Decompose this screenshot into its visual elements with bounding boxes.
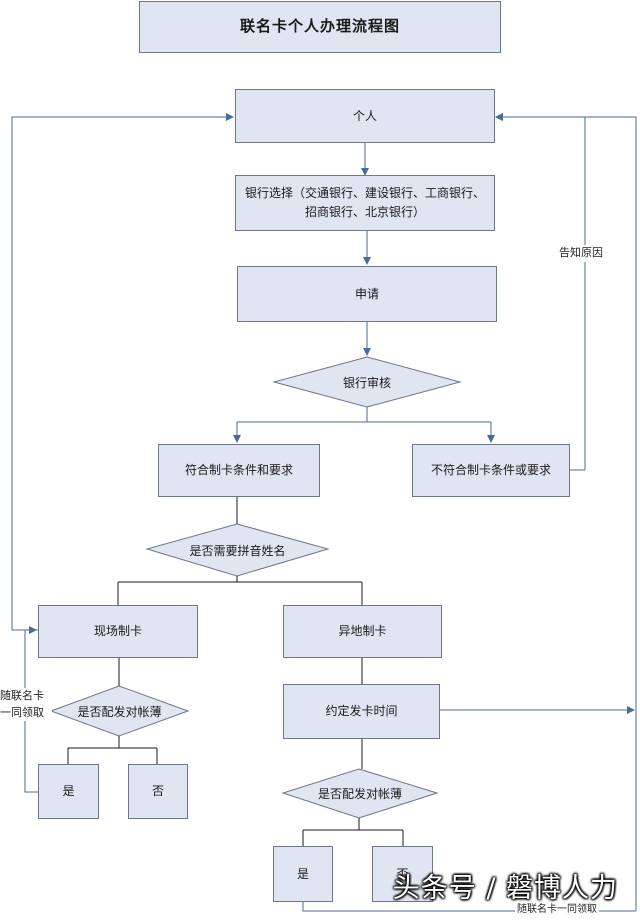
onsite-no-box: 否	[128, 764, 188, 819]
collect-with-card-label: 随联名卡 一同领取	[0, 688, 52, 721]
tell-reason-label: 告知原因	[559, 245, 603, 262]
collect-with-card-line-1: 随联名卡	[0, 689, 44, 702]
offsite-box: 异地制卡	[283, 605, 442, 658]
title-box: 联名卡个人办理流程图	[139, 1, 501, 53]
collect-with-card-bottom-label: 随联名卡一同领取	[515, 904, 599, 916]
onsite-box: 现场制卡	[38, 605, 198, 658]
bank-choice-line-2: 招商银行、北京银行）	[304, 205, 425, 219]
bank-review-label: 银行审核	[342, 375, 391, 390]
offsite-passbook-label: 是否配发对帐薄	[317, 787, 402, 801]
onsite-yes-box: 是	[38, 764, 99, 819]
right-outer-loop	[495, 113, 637, 911]
appointment-box: 约定发卡时间	[283, 684, 440, 739]
tell-reason-loop	[495, 113, 586, 471]
qualified-box: 符合制卡条件和要求	[158, 444, 320, 497]
person-box: 个人	[235, 89, 495, 143]
onsite-passbook-label: 是否配发对帐薄	[77, 704, 162, 719]
apply-box: 申请	[237, 266, 497, 322]
offsite-no-box: 否	[372, 846, 433, 902]
watermark: 头条号 / 磐博人力	[392, 873, 618, 904]
offsite-yes-box: 是	[273, 846, 333, 902]
bank-choice-box: 银行选择（交通银行、建设银行、工商银行、 招商银行、北京银行）	[235, 175, 495, 231]
collect-with-card-line-2: 一同领取	[0, 705, 44, 719]
need-pinyin-label: 是否需要拼音姓名	[189, 543, 286, 558]
bank-choice-line-1: 银行选择（交通银行、建设银行、工商银行、	[244, 186, 485, 201]
not-qualified-box: 不符合制卡条件或要求	[412, 444, 570, 497]
